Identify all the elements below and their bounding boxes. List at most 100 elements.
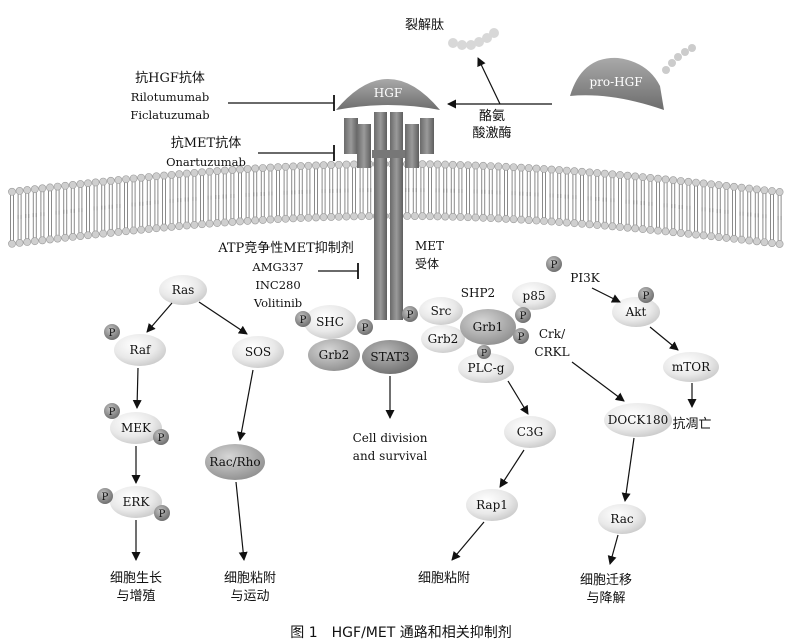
tki-title: ATP竞争性MET抑制剂 xyxy=(217,240,354,256)
grb1-phospho-2 xyxy=(513,328,529,344)
arrow-racrho-adhesion xyxy=(235,481,248,561)
pi3k-label: PI3K xyxy=(570,271,600,285)
dock180-node xyxy=(604,403,672,437)
shc-phospho-label: P xyxy=(300,315,307,326)
erk-label: ERK xyxy=(123,495,151,509)
grb1-phospho-2-label: P xyxy=(518,332,525,343)
crk-label-1: Crk/ xyxy=(539,327,566,341)
plc-phospho xyxy=(477,345,491,359)
plc-label: PLC-g xyxy=(468,361,505,375)
akt-phospho-label: P xyxy=(643,291,650,302)
arrow-crk-dock180 xyxy=(571,361,625,402)
c3g-node xyxy=(504,416,556,448)
met-phospho-right-label: P xyxy=(407,310,414,321)
met-receptor xyxy=(344,112,434,320)
raf-phospho-label: P xyxy=(109,328,116,339)
rac-rho-label: Rac/Rho xyxy=(209,455,260,469)
crk-label-2: CRKL xyxy=(534,345,569,359)
cleavage-arrow xyxy=(477,57,501,105)
onartuzumab-label: Onartuzumab xyxy=(166,155,246,169)
arrow-sos-racrho xyxy=(237,369,254,441)
grb1-label: Grb1 xyxy=(473,320,504,334)
adhesion-motility-outcome-2: 与运动 xyxy=(230,589,269,604)
mek-phospho-2-label: P xyxy=(158,433,165,444)
cleaved-peptide-beads xyxy=(448,28,499,50)
rac-rho-node xyxy=(205,444,265,480)
rap1-label: Rap1 xyxy=(476,498,508,512)
grb2-right-node xyxy=(421,325,465,353)
arrow-rac-migration xyxy=(607,534,619,565)
c3g-label: C3G xyxy=(517,425,543,439)
cell-membrane xyxy=(8,160,784,248)
enzyme-label-1: 酪氨 xyxy=(479,108,505,124)
tki-label-backdrop xyxy=(176,236,366,312)
pi3k-phospho xyxy=(546,256,562,272)
arrow-ras-raf xyxy=(146,302,173,333)
mtor-node xyxy=(663,352,719,382)
hgf-label: HGF xyxy=(374,86,402,100)
adhesion-outcome: 细胞粘附 xyxy=(418,571,470,586)
hgf-ligand xyxy=(336,79,440,110)
akt-label: Akt xyxy=(625,305,647,319)
shc-label: SHC xyxy=(316,315,344,329)
grb2-left-label: Grb2 xyxy=(319,348,350,362)
plc-phospho-label: P xyxy=(481,349,487,359)
amg337-label: AMG337 xyxy=(251,260,303,274)
arrow-plc-c3g xyxy=(507,380,529,415)
grb2-right-label: Grb2 xyxy=(428,332,459,346)
arrow-dock180-rac xyxy=(621,437,635,502)
arrow-rap1-adhesion xyxy=(451,521,485,561)
erk-phospho-2-label: P xyxy=(159,509,166,520)
akt-phospho xyxy=(638,287,654,303)
mek-phospho-1-label: P xyxy=(109,407,116,418)
grb1-phospho-1 xyxy=(515,307,531,323)
shp2-label: SHP2 xyxy=(461,286,495,300)
erk-phospho-1 xyxy=(97,488,113,504)
shc-phospho xyxy=(295,311,311,327)
erk-phospho-2 xyxy=(154,505,170,521)
enzyme-label-2: 酸激酶 xyxy=(472,125,511,141)
pro-hgf-label: pro-HGF xyxy=(589,75,642,89)
raf-label: Raf xyxy=(130,343,152,357)
erk-phospho-1-label: P xyxy=(102,492,109,503)
erk-node xyxy=(110,486,162,518)
p85-node xyxy=(512,282,556,310)
anti-hgf-title: 抗HGF抗体 xyxy=(135,71,205,86)
mek-node xyxy=(110,412,162,444)
sos-node xyxy=(232,336,284,368)
ficlatuzumab-label: Ficlatuzumab xyxy=(130,108,209,122)
grb2-left-node xyxy=(308,339,360,371)
mek-phospho-1 xyxy=(104,403,120,419)
stat3-node xyxy=(362,340,418,374)
grb1-phospho-1-label: P xyxy=(520,311,527,322)
rap1-node xyxy=(466,489,518,521)
mek-phospho-2 xyxy=(153,429,169,445)
growth-outcome-2: 与增殖 xyxy=(116,588,155,604)
growth-outcome-1: 细胞生长 xyxy=(110,571,162,586)
arrow-c3g-rap1 xyxy=(499,449,525,488)
pi3k-phospho-label: P xyxy=(551,260,558,271)
src-label: Src xyxy=(431,304,452,318)
mek-label: MEK xyxy=(121,421,152,435)
rilotumumab-label: Rilotumumab xyxy=(131,90,209,104)
figure-caption: 图 1 HGF/MET 通路和相关抑制剂 xyxy=(290,625,511,641)
akt-node xyxy=(612,297,660,327)
plc-node xyxy=(458,353,514,383)
arrow-ras-sos xyxy=(198,301,248,335)
met-label-backdrop xyxy=(410,234,450,272)
cell-division-outcome-2: and survival xyxy=(353,449,428,463)
mtor-label: mTOR xyxy=(672,360,711,374)
inc280-label: INC280 xyxy=(255,278,300,292)
met-phospho-left-label: P xyxy=(362,323,369,334)
stat3-label: STAT3 xyxy=(370,350,409,364)
sos-label: SOS xyxy=(245,345,271,359)
rac-label: Rac xyxy=(610,512,633,526)
ras-node xyxy=(159,275,207,305)
arrow-akt-mtor xyxy=(649,326,679,351)
migration-outcome-1: 细胞迁移 xyxy=(580,573,632,588)
pro-hgf-peptide-tail xyxy=(662,44,696,74)
arrow-pi3k-akt xyxy=(591,287,621,303)
shc-node xyxy=(304,305,356,339)
